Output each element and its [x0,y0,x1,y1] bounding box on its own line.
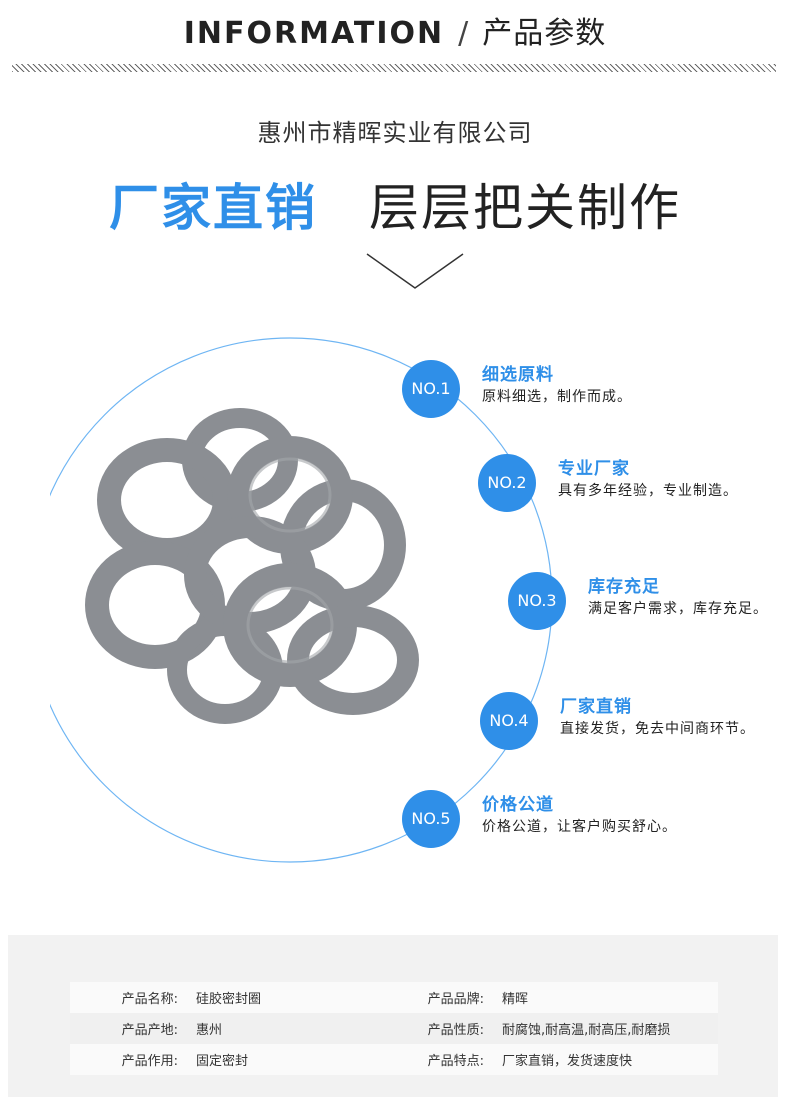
slogan: 厂家直销层层把关制作 [0,175,790,241]
table-row: 产品产地: 惠州 产品性质: 耐腐蚀,耐高温,耐高压,耐磨损 [70,1013,718,1044]
step-desc: 价格公道，让客户购买舒心。 [482,819,677,835]
spec-value: 惠州 [188,1013,376,1044]
spec-value: 固定密封 [188,1044,376,1075]
section-title: INFORMATION / 产品参数 [0,14,790,54]
table-row: 产品名称: 硅胶密封圈 产品品牌: 精晖 [70,982,718,1013]
slogan-highlight: 厂家直销 [109,179,317,237]
decorative-arc [0,330,553,890]
step-number-badge: NO.3 [508,572,566,630]
step-number-badge: NO.2 [478,454,536,512]
step-desc: 具有多年经验，专业制造。 [558,483,738,499]
spec-key: 产品作用: [70,1044,188,1075]
step-desc: 直接发货，免去中间商环节。 [560,721,755,737]
spec-key: 产品产地: [70,1013,188,1044]
slogan-rest: 层层把关制作 [369,179,681,237]
hatch-divider [12,64,776,72]
section-title-cn: 产品参数 [482,16,607,51]
step-desc: 原料细选，制作而成。 [482,389,632,405]
chevron-down-icon [366,253,464,289]
step-number-badge: NO.4 [480,692,538,750]
spec-value: 耐腐蚀,耐高温,耐高压,耐磨损 [494,1013,718,1044]
spec-table: 产品名称: 硅胶密封圈 产品品牌: 精晖 产品产地: 惠州 产品性质: 耐腐蚀,… [70,982,718,1075]
spec-value: 精晖 [494,982,718,1013]
spec-key: 产品性质: [376,1013,494,1044]
step-title: 厂家直销 [560,697,632,717]
step-title: 库存充足 [588,577,660,597]
spec-key: 产品名称: [70,982,188,1013]
step-title: 价格公道 [482,795,554,815]
step-title: 细选原料 [482,365,554,385]
step-title: 专业厂家 [558,459,630,479]
spec-key: 产品特点: [376,1044,494,1075]
step-number-badge: NO.1 [402,360,460,418]
spec-value: 硅胶密封圈 [188,982,376,1013]
spec-key: 产品品牌: [376,982,494,1013]
section-title-en: INFORMATION [183,16,445,51]
step-number-badge: NO.5 [402,790,460,848]
spec-value: 厂家直销，发货速度快 [494,1044,718,1075]
company-name: 惠州市精晖实业有限公司 [257,119,533,147]
step-desc: 满足客户需求，库存充足。 [588,601,768,617]
table-row: 产品作用: 固定密封 产品特点: 厂家直销，发货速度快 [70,1044,718,1075]
title-separator: / [458,16,469,51]
gasket-rings-image [85,408,419,724]
